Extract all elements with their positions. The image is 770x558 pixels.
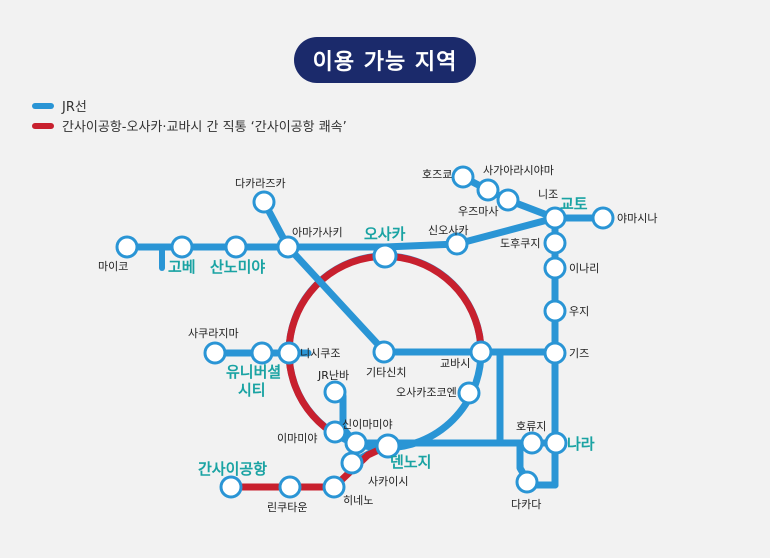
legend-item-rapid: 간사이공항-오사카·교바시 간 직통 ‘간사이공항 쾌속’ xyxy=(32,116,347,135)
legend-item-jr: JR선 xyxy=(32,96,87,115)
station-sakurajima xyxy=(203,341,227,365)
label-usj: 유니버셜 시티 xyxy=(226,363,286,399)
station-sakai-shi xyxy=(340,451,364,475)
station-osaka xyxy=(372,243,398,269)
station-tofukuji xyxy=(543,231,567,255)
label-amagasaki: 아마가사키 xyxy=(292,226,343,239)
label-nishikujo: 니시쿠조 xyxy=(300,347,340,360)
station-nishikujo xyxy=(277,341,301,365)
station-jr-namba xyxy=(323,380,347,404)
legend-label-jr: JR선 xyxy=(62,100,87,115)
rapid-line-swatch xyxy=(32,122,54,129)
label-tofukuji: 도후쿠지 xyxy=(500,237,540,250)
label-uji: 우지 xyxy=(569,305,589,318)
label-usj-line1: 유니버셜 xyxy=(226,363,281,381)
station-nara xyxy=(544,431,568,455)
station-inari xyxy=(543,256,567,280)
label-takada: 다카다 xyxy=(511,498,541,511)
label-kitashinchi: 기타신치 xyxy=(366,366,406,379)
station-tennoji xyxy=(375,433,401,459)
label-sannomiya: 산노미야 xyxy=(210,258,265,276)
page-title: 이용 가능 지역 xyxy=(294,37,476,83)
station-rinku-town xyxy=(278,475,302,499)
legend-label-rapid: 간사이공항-오사카·교바시 간 직통 ‘간사이공항 쾌속’ xyxy=(62,120,347,135)
label-yamashina: 야마시나 xyxy=(617,212,657,225)
label-takarazuka: 다카라즈카 xyxy=(235,177,286,190)
station-takada xyxy=(515,470,539,494)
station-kyobashi xyxy=(469,340,493,364)
label-osaka: 오사카 xyxy=(364,225,406,243)
station-kitashinchi xyxy=(372,340,396,364)
label-hineno: 히네노 xyxy=(343,493,373,507)
station-hozukyo xyxy=(451,165,475,189)
station-hineno xyxy=(322,475,346,499)
station-uzumasa xyxy=(496,188,520,212)
station-kobe xyxy=(170,235,194,259)
label-shin-osaka: 신오사카 xyxy=(428,224,468,237)
station-horyuji xyxy=(520,431,544,455)
station-maiko xyxy=(115,235,139,259)
station-saga-arashiyama xyxy=(476,178,500,202)
station-kizu xyxy=(543,341,567,365)
label-rinku-town: 린쿠타운 xyxy=(267,501,307,514)
label-nara: 나라 xyxy=(567,435,595,453)
label-saga-arashiyama: 사가아라시야마 xyxy=(483,164,554,177)
label-nijo: 니조 xyxy=(538,188,558,201)
station-usj xyxy=(250,341,274,365)
label-kobe: 고베 xyxy=(168,258,196,276)
label-uzumasa: 우즈마사 xyxy=(458,205,498,218)
label-tennoji: 덴노지 xyxy=(390,453,431,471)
label-kizu: 기즈 xyxy=(569,347,589,360)
label-imamiya: 이마미야 xyxy=(277,432,317,445)
label-sakurajima: 사쿠라지마 xyxy=(188,327,239,340)
station-shin-osaka xyxy=(445,232,469,256)
station-uji xyxy=(543,299,567,323)
label-kyobashi: 교바시 xyxy=(440,357,470,370)
label-kansai-airport: 간사이공항 xyxy=(198,460,267,478)
label-horyuji: 호류지 xyxy=(516,420,546,433)
station-shin-imamiya xyxy=(344,431,368,455)
label-inari: 이나리 xyxy=(569,262,599,275)
station-kyoto xyxy=(543,206,567,230)
station-imamiya xyxy=(323,420,347,444)
label-jr-namba: JR난바 xyxy=(317,369,349,382)
label-usj-line2: 시티 xyxy=(238,381,266,399)
jr-line-swatch xyxy=(32,102,54,109)
station-amagasaki xyxy=(276,235,300,259)
station-takarazuka xyxy=(252,190,276,214)
station-kansai-airport xyxy=(219,475,243,499)
label-kyoto: 교토 xyxy=(560,195,588,213)
label-hozukyo: 호즈쿄 xyxy=(422,168,452,181)
label-sakai-shi: 사카이시 xyxy=(368,475,408,488)
station-osakajokoen xyxy=(457,381,481,405)
label-shin-imamiya: 신이마미야 xyxy=(342,418,393,431)
station-yamashina xyxy=(591,206,615,230)
label-maiko: 마이코 xyxy=(98,260,128,273)
rapid-loop-segment xyxy=(285,252,485,440)
label-osakajokoen: 오사카조코엔 xyxy=(396,386,457,399)
station-sannomiya xyxy=(224,235,248,259)
